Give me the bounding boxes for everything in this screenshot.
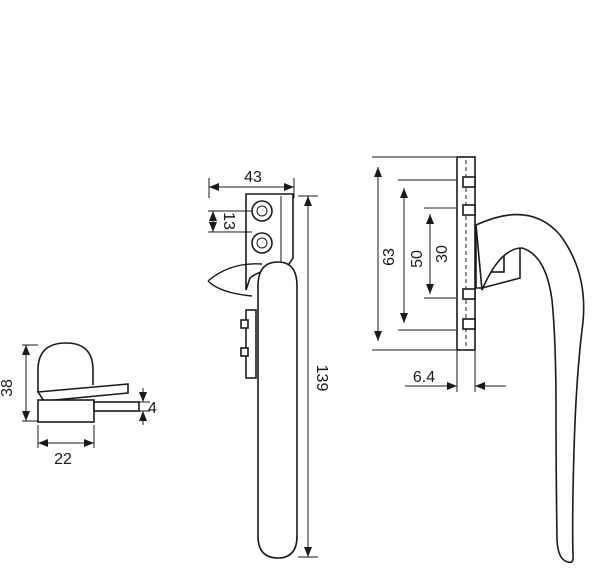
front-view-bracket <box>245 309 257 379</box>
dim-50-arrow-top <box>400 188 408 198</box>
dim-63-arrow-top <box>374 167 382 177</box>
dim-43-arrow-right <box>284 183 294 191</box>
dim-6-4-label: 6.4 <box>413 369 435 386</box>
dim-38-label: 38 <box>0 379 16 397</box>
bracket-tab-top <box>240 319 249 329</box>
dim-30-label: 30 <box>434 245 451 263</box>
boss-1 <box>462 176 476 188</box>
profile-handle <box>475 213 585 564</box>
dim-139-label: 139 <box>313 365 330 392</box>
dim-4-arrow-bottom <box>139 411 147 421</box>
front-view-neck <box>207 263 263 297</box>
dim-6-4-arrow-right <box>475 382 485 390</box>
boss-3 <box>462 288 476 300</box>
dim-4-arrow-top <box>139 392 147 402</box>
dim-22-label: 22 <box>54 451 72 468</box>
dim-38-arrow-top <box>22 345 30 355</box>
boss-4 <box>462 318 476 330</box>
side-view-cap <box>37 342 94 392</box>
dim-139-arrow-top <box>304 196 312 206</box>
screw-hole-bottom-inner <box>256 237 268 249</box>
dim-13-arrow-top <box>209 211 217 221</box>
screw-hole-top-inner <box>256 205 268 217</box>
side-view-spindle <box>93 401 140 412</box>
dim-50-arrow-bottom <box>400 313 408 323</box>
dim-13-arrow-bottom <box>209 222 217 232</box>
boss-2 <box>462 204 476 216</box>
dim-6-4-arrow-left <box>447 382 457 390</box>
bracket-tab-bottom <box>240 347 249 357</box>
dim-50-label: 50 <box>409 250 426 268</box>
side-view: 38 22 4 <box>0 342 157 468</box>
screw-hole-top <box>251 200 273 222</box>
dim-13-label: 13 <box>220 212 237 230</box>
dim-22-arrow-left <box>38 439 48 447</box>
dim-4-label: 4 <box>148 400 157 417</box>
dim-63-arrow-bottom <box>374 331 382 341</box>
dim-43-label: 43 <box>244 169 262 186</box>
dim-43-arrow-left <box>209 183 219 191</box>
profile-view: 63 50 30 6.4 <box>372 156 585 564</box>
side-view-base <box>37 399 95 423</box>
screw-hole-bottom <box>251 232 273 254</box>
dim-139-arrow-bottom <box>304 547 312 557</box>
dim-22-arrow-right <box>84 439 94 447</box>
dim-38-arrow-bottom <box>22 411 30 421</box>
front-view-handle <box>257 261 298 559</box>
side-view-lever <box>36 383 129 402</box>
dim-30-arrow-top <box>426 214 434 224</box>
dim-63-label: 63 <box>381 248 398 266</box>
dim-30-arrow-bottom <box>426 284 434 294</box>
front-view: 43 13 139 <box>207 169 330 559</box>
